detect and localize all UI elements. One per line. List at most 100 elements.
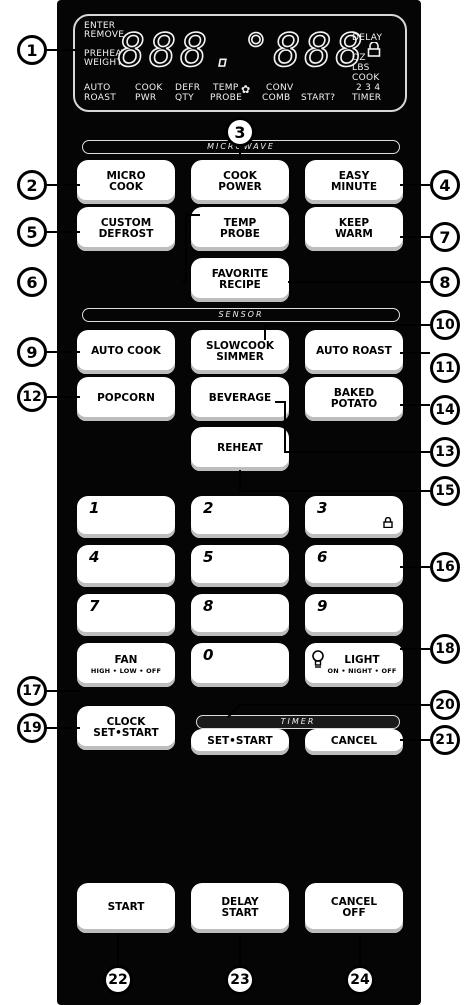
callout-14: 14 [430, 395, 460, 425]
cancel-off-button[interactable]: CANCEL OFF [305, 883, 403, 933]
auto-roast-button[interactable]: AUTO ROAST [305, 330, 403, 374]
digit-5-label: 5 [203, 548, 214, 566]
display-weight: WEIGHT [84, 58, 123, 68]
digit-1-label: 1 [89, 499, 100, 517]
digit-8-label: 8 [203, 597, 214, 615]
timer-band: TIMER [196, 715, 400, 729]
micro-cook-button[interactable]: MICRO COOK [77, 160, 175, 204]
digit-0-label: 0 [203, 646, 214, 664]
display-comb: COMB [262, 93, 291, 103]
display-window [73, 14, 407, 112]
display-pwr: PWR [135, 93, 157, 103]
fan-button[interactable]: FAN HIGH • LOW • OFF [77, 643, 175, 687]
callout-10: 10 [430, 310, 460, 340]
custom-defrost-button[interactable]: CUSTOM DEFROST [77, 207, 175, 251]
callout-17: 17 [17, 676, 47, 706]
timer-set-start-button[interactable]: SET•START [191, 729, 289, 755]
favorite-recipe-button[interactable]: FAVORITE RECIPE [191, 258, 289, 302]
display-remove: REMOVE [84, 30, 125, 40]
digit-4-key[interactable]: 4 [77, 545, 175, 587]
light-label: LIGHT [344, 654, 380, 667]
reheat-button[interactable]: REHEAT [191, 427, 289, 471]
callout-3: 3 [225, 117, 255, 147]
digit-6-label: 6 [317, 548, 328, 566]
display-probe: PROBE [210, 93, 243, 103]
display-enter: ENTER [84, 21, 116, 31]
digit-9-label: 9 [317, 597, 328, 615]
digit-3-key[interactable]: 3 [305, 496, 403, 538]
callout-13: 13 [430, 437, 460, 467]
callout-6: 6 [17, 267, 47, 297]
display-temp: TEMP [213, 83, 239, 93]
lock-icon [367, 42, 381, 57]
popcorn-button[interactable]: POPCORN [77, 377, 175, 421]
display-stages: 2 3 4 [356, 83, 381, 93]
display-qty: QTY [175, 93, 194, 103]
auto-cook-button[interactable]: AUTO COOK [77, 330, 175, 374]
digit-8-key[interactable]: 8 [191, 594, 289, 636]
callout-19: 19 [17, 713, 47, 743]
digit-9-key[interactable]: 9 [305, 594, 403, 636]
digit-2-key[interactable]: 2 [191, 496, 289, 538]
display-preheat: PREHEAT [84, 49, 127, 59]
digit-5-key[interactable]: 5 [191, 545, 289, 587]
digit-4-label: 4 [89, 548, 100, 566]
light-bulb-icon [312, 650, 324, 668]
light-modes: ON • NIGHT • OFF [327, 666, 397, 675]
callout-22: 22 [103, 965, 133, 995]
callout-12: 12 [17, 382, 47, 412]
callout-4: 4 [430, 170, 460, 200]
digit-7-label: 7 [89, 597, 100, 615]
callout-8: 8 [430, 267, 460, 297]
digit-1-key[interactable]: 1 [77, 496, 175, 538]
easy-minute-button[interactable]: EASY MINUTE [305, 160, 403, 204]
delay-start-button[interactable]: DELAY START [191, 883, 289, 933]
callout-15: 15 [430, 476, 460, 506]
callout-24: 24 [345, 965, 375, 995]
display-delay: DELAY [352, 33, 383, 43]
display-cook: COOK [135, 83, 163, 93]
start-button[interactable]: START [77, 883, 175, 933]
display-cook-right: COOK [352, 73, 380, 83]
fan-label: FAN [114, 654, 138, 667]
callout-23: 23 [225, 965, 255, 995]
keep-warm-button[interactable]: KEEP WARM [305, 207, 403, 251]
callout-2: 2 [17, 170, 47, 200]
callout-1: 1 [17, 35, 47, 65]
timer-cancel-button[interactable]: CANCEL [305, 729, 403, 755]
display-auto: AUTO [84, 83, 111, 93]
digit-3-label: 3 [317, 499, 328, 517]
digit-0-key[interactable]: 0 [191, 643, 289, 687]
callout-7: 7 [430, 222, 460, 252]
display-digits: 888.°888 [117, 24, 367, 77]
clock-button[interactable]: CLOCK SET•START [77, 706, 175, 750]
display-conv: CONV [266, 83, 294, 93]
callout-20: 20 [430, 690, 460, 720]
display-lbs: LBS [352, 63, 370, 73]
callout-9: 9 [17, 337, 47, 367]
digit-7-key[interactable]: 7 [77, 594, 175, 636]
digit-2-label: 2 [203, 499, 214, 517]
fan-modes: HIGH • LOW • OFF [90, 666, 162, 675]
display-oz: OZ [352, 53, 366, 63]
display-defr: DEFR [175, 83, 201, 93]
callout-18: 18 [430, 634, 460, 664]
display-start: START? [301, 93, 336, 103]
callout-5: 5 [17, 217, 47, 247]
temp-probe-button[interactable]: TEMP PROBE [191, 207, 289, 251]
beverage-button[interactable]: BEVERAGE [191, 377, 289, 421]
child-lock-icon [383, 517, 393, 528]
callout-11: 11 [430, 353, 460, 383]
display-roast: ROAST [84, 93, 117, 103]
display-timer: TIMER [352, 93, 382, 103]
callout-21: 21 [430, 725, 460, 755]
probe-icon: ✿ [241, 83, 251, 96]
light-button[interactable]: LIGHT ON • NIGHT • OFF [305, 643, 403, 687]
sensor-band: SENSOR [82, 308, 400, 322]
callout-16: 16 [430, 552, 460, 582]
digit-6-key[interactable]: 6 [305, 545, 403, 587]
cook-power-button[interactable]: COOK POWER [191, 160, 289, 204]
slowcook-simmer-button[interactable]: SLOWCOOK SIMMER [191, 330, 289, 374]
baked-potato-button[interactable]: BAKED POTATO [305, 377, 403, 421]
